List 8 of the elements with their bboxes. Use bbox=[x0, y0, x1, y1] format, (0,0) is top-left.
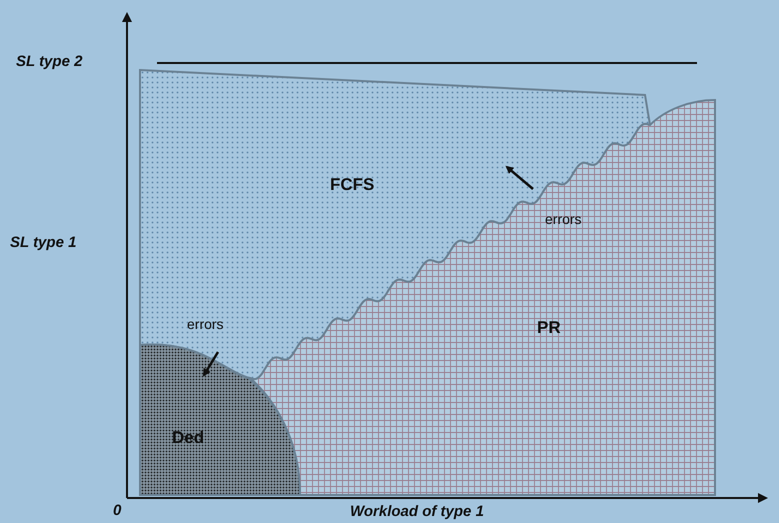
origin-label: 0 bbox=[113, 502, 122, 519]
error-label: errors bbox=[545, 211, 582, 227]
axis-label: SL type 2 bbox=[16, 53, 82, 70]
axis-label: SL type 1 bbox=[10, 234, 76, 251]
region-label: FCFS bbox=[330, 175, 374, 195]
error-label: errors bbox=[187, 316, 224, 332]
axis-title: Workload of type 1 bbox=[350, 503, 484, 520]
region-label: PR bbox=[537, 318, 561, 338]
